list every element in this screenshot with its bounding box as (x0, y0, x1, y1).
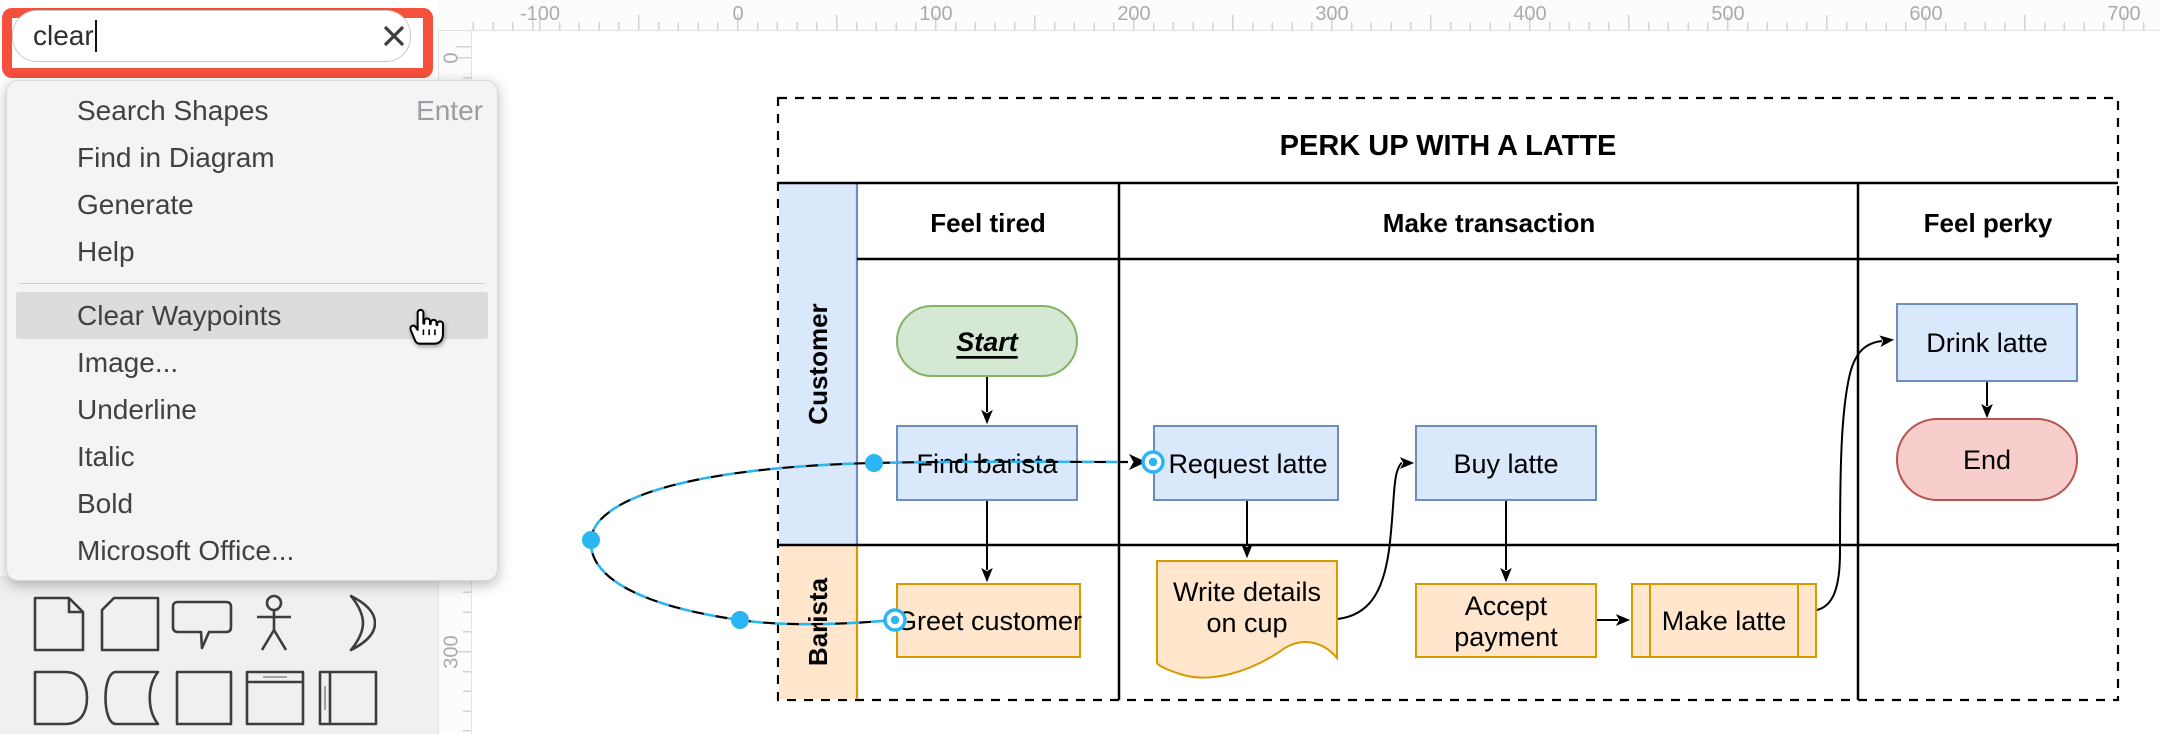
shape-or-icon[interactable] (318, 594, 376, 652)
lane-strip-barista[interactable] (779, 545, 856, 699)
search-input[interactable]: clear (33, 20, 98, 52)
shape-callout-icon[interactable] (171, 600, 233, 650)
node-request-latte[interactable]: Request latte (1153, 425, 1339, 501)
ruler-corner (438, 0, 471, 31)
menu-separator (19, 283, 485, 284)
node-write-details[interactable]: Write details on cup (1156, 560, 1338, 679)
menu-item-bold[interactable]: Bold (77, 488, 134, 519)
shape-card-icon[interactable] (100, 596, 160, 652)
node-start-label: Start (956, 327, 1019, 357)
phase-make-transaction: Make transaction (1383, 208, 1595, 238)
node-make-latte[interactable]: Make latte (1631, 583, 1817, 658)
node-request-latte-label: Request latte (1168, 449, 1327, 479)
phase-feel-tired: Feel tired (930, 208, 1046, 238)
ruler-label: 0 (440, 52, 463, 64)
lane-strip-customer[interactable] (779, 184, 856, 545)
shape-vertical-container-icon[interactable] (318, 670, 378, 726)
ruler-label: 700 (2107, 3, 2141, 25)
pool-border[interactable] (776, 96, 2120, 702)
shortcut-label: Enter (416, 95, 483, 126)
menu-item-italic[interactable]: Italic (77, 441, 135, 472)
node-accept-payment-line1: Accept (1465, 591, 1548, 621)
horizontal-ruler: -100 0 100 200 300 400 500 600 700 (470, 0, 2160, 31)
ruler-label: -100 (519, 3, 561, 25)
node-greet-customer-label: Greet customer (896, 606, 1082, 636)
hand-pointer-cursor (409, 308, 444, 345)
edge-endpoint-target[interactable] (1141, 450, 1165, 474)
clear-search-icon[interactable] (379, 21, 409, 51)
node-start[interactable]: Start (896, 305, 1078, 377)
selected-edge[interactable] (582, 450, 1165, 632)
ruler-label: 400 (1513, 3, 1547, 25)
edge-make-latte-to-drink-latte[interactable] (1816, 335, 1895, 611)
node-drink-latte-label: Drink latte (1926, 328, 2048, 358)
node-write-details-line1: Write details (1173, 577, 1321, 607)
phase-feel-perky: Feel perky (1924, 208, 2053, 238)
node-accept-payment[interactable]: Accept payment (1415, 583, 1597, 658)
shape-data-storage-icon[interactable] (100, 670, 160, 726)
node-end[interactable]: End (1896, 418, 2078, 501)
menu-item-microsoft-office[interactable]: Microsoft Office... (77, 535, 295, 566)
node-greet-customer[interactable]: Greet customer (896, 583, 1082, 658)
edge-write-details-to-buy-latte[interactable] (1337, 457, 1415, 620)
lane-label-barista: Barista (803, 577, 833, 666)
ruler-label: 300 (440, 635, 463, 669)
lane-label-customer: Customer (803, 303, 833, 424)
node-write-details-line2: on cup (1206, 608, 1287, 638)
selected-edge-arrowhead (1129, 454, 1146, 470)
ruler-label: 200 (1117, 3, 1151, 25)
pool-title: PERK UP WITH A LATTE (1280, 130, 1617, 162)
menu-item-help[interactable]: Help (77, 236, 135, 267)
menu-item-generate[interactable]: Generate (77, 189, 194, 220)
text-caret (94, 20, 98, 52)
node-end-label: End (1963, 445, 2011, 475)
shape-delay-icon[interactable] (33, 670, 89, 726)
shape-search-field[interactable]: clear (12, 10, 411, 62)
ruler-label: 0 (732, 3, 744, 25)
node-accept-payment-line2: payment (1454, 622, 1558, 652)
shape-palette (0, 576, 438, 734)
shape-actor-icon[interactable] (255, 594, 293, 652)
menu-item-underline[interactable]: Underline (77, 394, 197, 425)
shape-note-icon[interactable] (33, 596, 85, 652)
edge-waypoint-handle[interactable] (582, 454, 883, 629)
ruler-label: 600 (1909, 3, 1943, 25)
ruler-label: 100 (919, 3, 953, 25)
edge-endpoint-source[interactable] (883, 608, 907, 632)
shape-horizontal-container-icon[interactable] (245, 670, 305, 726)
node-buy-latte[interactable]: Buy latte (1415, 425, 1597, 501)
shape-square-icon[interactable] (175, 670, 233, 726)
menu-item-search-shapes[interactable]: Enter Search Shapes (7, 87, 497, 134)
node-buy-latte-label: Buy latte (1453, 449, 1558, 479)
node-find-barista-label: Find barista (916, 449, 1058, 479)
node-drink-latte[interactable]: Drink latte (1896, 303, 2078, 382)
ruler-label: 500 (1711, 3, 1745, 25)
menu-item-clear-waypoints[interactable]: Clear Waypoints (16, 292, 488, 339)
menu-item-find-in-diagram[interactable]: Find in Diagram (77, 142, 275, 173)
node-make-latte-label: Make latte (1662, 606, 1787, 636)
ruler-label: 300 (1315, 3, 1349, 25)
menu-item-image[interactable]: Image... (77, 347, 179, 378)
